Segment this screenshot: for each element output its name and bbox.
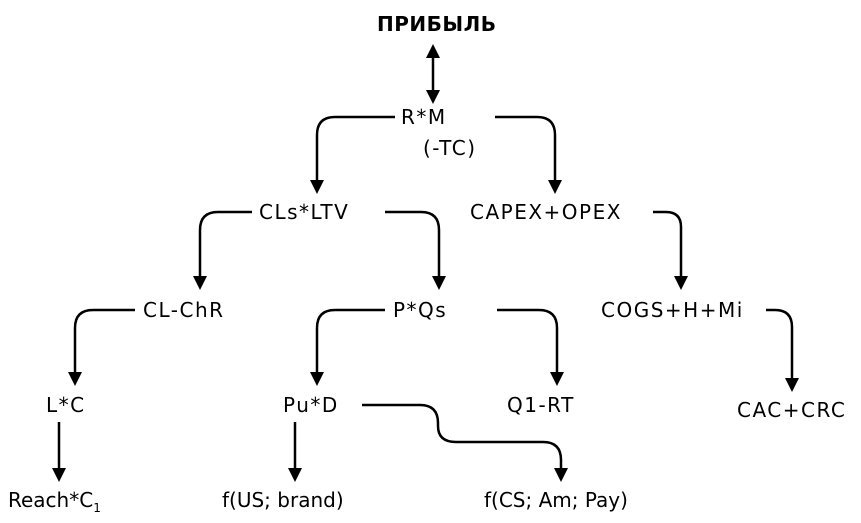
arrowhead bbox=[68, 372, 82, 386]
node-lc: L*C bbox=[46, 393, 86, 417]
connector-cls-pqs bbox=[385, 210, 441, 276]
connector-rm-capex bbox=[495, 115, 557, 180]
arrowhead bbox=[432, 276, 446, 290]
node-pu-d: Pu*D bbox=[283, 393, 339, 417]
node-reach-main: Reach*C bbox=[8, 488, 94, 512]
arrowhead bbox=[674, 276, 688, 290]
arrowhead bbox=[310, 180, 324, 194]
connector-cogs-cac bbox=[766, 308, 794, 378]
connector-pud-fcs bbox=[362, 403, 563, 468]
arrowhead-down bbox=[426, 90, 440, 104]
arrowhead bbox=[554, 468, 568, 482]
arrowhead bbox=[288, 468, 302, 482]
node-p-qs: P*Qs bbox=[393, 298, 448, 322]
arrowhead bbox=[193, 276, 207, 290]
arrowhead-up bbox=[426, 44, 440, 58]
arrowhead bbox=[310, 372, 324, 386]
node-cac-crc: CAC+CRC bbox=[737, 398, 847, 422]
node-reach: Reach*C1 bbox=[8, 488, 101, 520]
node-cl-chr: CL-ChR bbox=[143, 298, 225, 322]
connector-cls-clchr bbox=[198, 210, 252, 276]
node-capex-opex: CAPEX+OPEX bbox=[470, 200, 622, 224]
node-reach-subscript: 1 bbox=[93, 501, 101, 515]
node-q1-rt: Q1-RT bbox=[507, 393, 575, 417]
node-f-us: f(US; brand) bbox=[222, 488, 344, 512]
node-cogs: COGS+H+Mi bbox=[601, 298, 744, 322]
connector-capex-cogs bbox=[653, 210, 683, 276]
arrowhead bbox=[785, 378, 799, 392]
node-cls-ltv: CLs*LTV bbox=[259, 200, 350, 224]
arrowhead bbox=[52, 468, 66, 482]
arrowhead bbox=[548, 180, 562, 194]
connector-pqs-pud bbox=[315, 308, 385, 372]
connector-pqs-q1rt bbox=[497, 308, 559, 372]
connector-clchr-lc bbox=[73, 308, 135, 372]
connector-rm-cls bbox=[315, 115, 395, 180]
arrowhead bbox=[550, 372, 564, 386]
node-f-cs: f(CS; Am; Pay) bbox=[484, 488, 628, 512]
node-profit: ПРИБЫЛЬ bbox=[377, 12, 497, 36]
node-tc: (-TC) bbox=[423, 136, 477, 160]
node-rm: R*M bbox=[401, 105, 447, 129]
